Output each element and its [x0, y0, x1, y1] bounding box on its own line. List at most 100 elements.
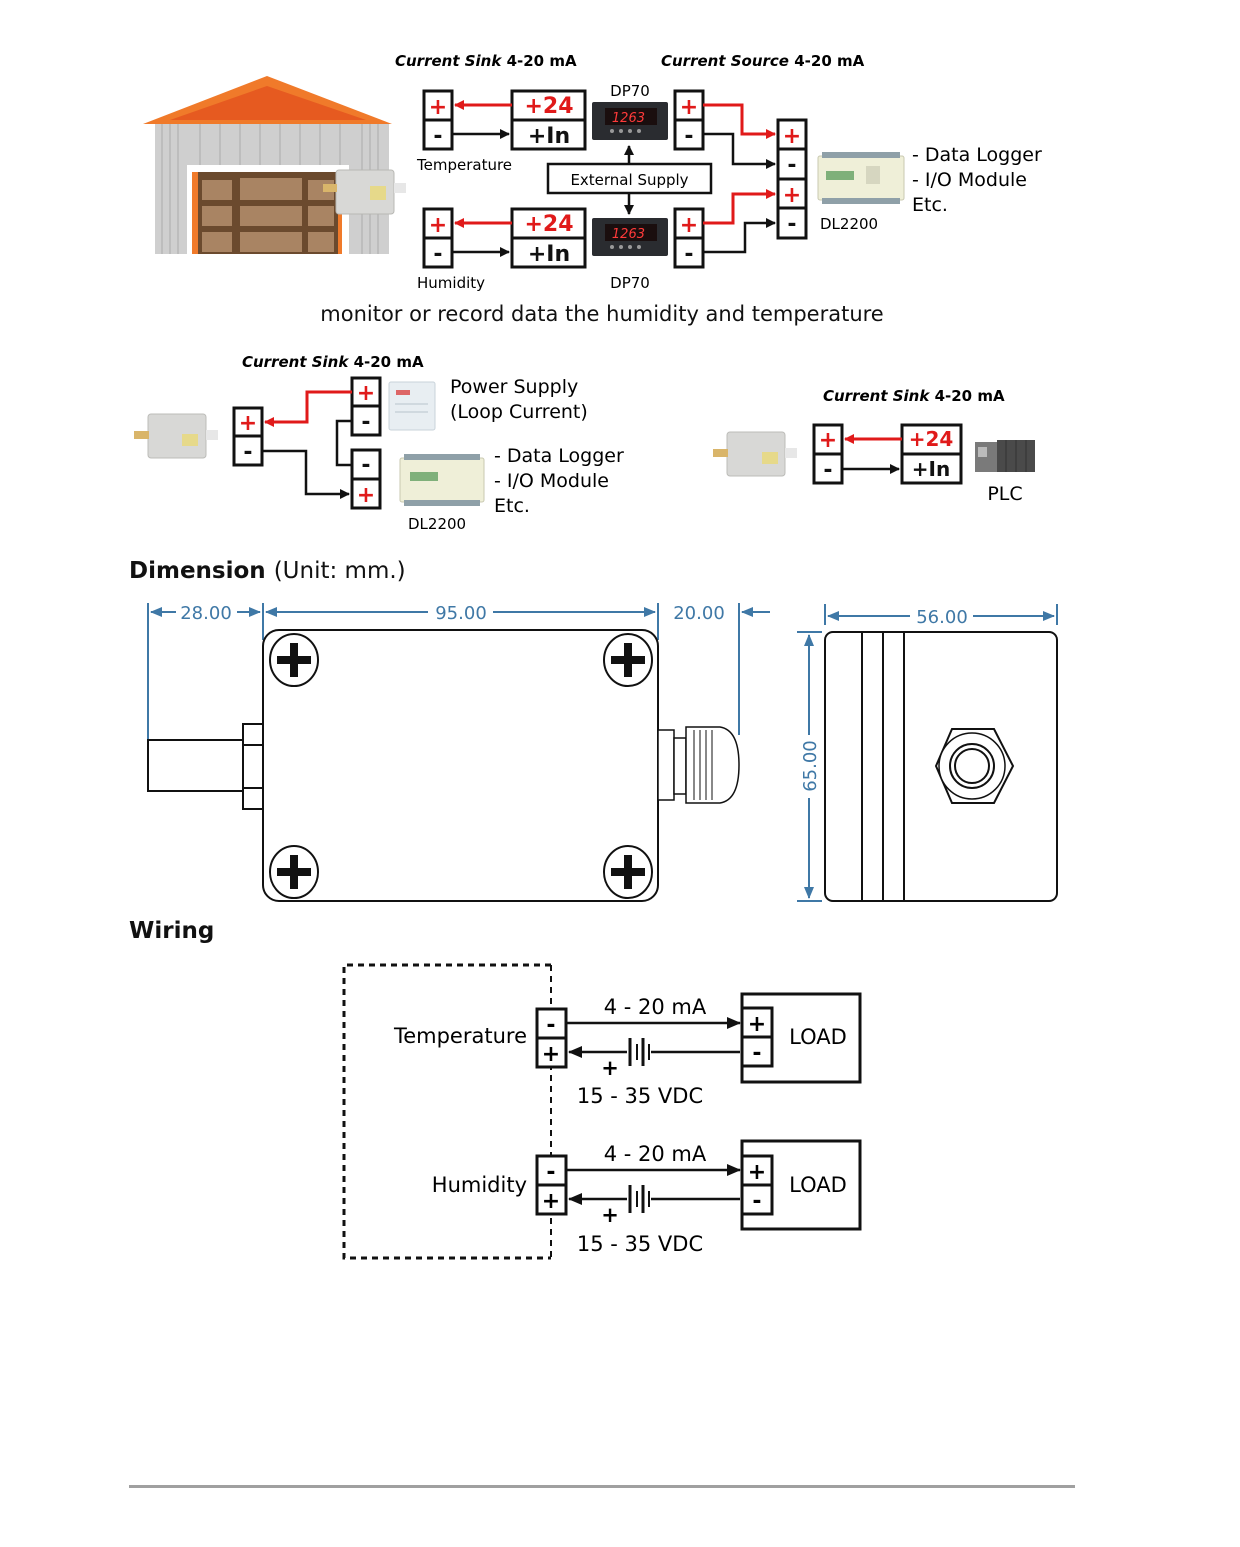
- svg-text:+: +: [429, 213, 447, 238]
- device-boundary: [342, 963, 551, 1260]
- logger-terminals: + - + -: [776, 118, 808, 240]
- svg-text:+: +: [357, 483, 375, 508]
- caption: monitor or record data the humidity and …: [320, 302, 884, 326]
- svg-text:+: +: [819, 428, 837, 453]
- svg-text:-: -: [433, 242, 442, 267]
- plc-terminals: +24 +In: [900, 423, 963, 485]
- svg-text:+In: +In: [912, 457, 950, 481]
- svg-text:+: +: [783, 183, 801, 208]
- svg-text:15 - 35 VDC: 15 - 35 VDC: [577, 1084, 703, 1108]
- footer-divider: [129, 1485, 1075, 1488]
- svg-text:-: -: [243, 440, 252, 465]
- wiring-diagram: Temperature - + 4 - 20 mA + 15 - 35 VDC …: [342, 963, 862, 1260]
- logger-desc-3: Etc.: [494, 495, 530, 517]
- loop-current-diagram: Current Sink 4-20 mA + - + - - + Power S…: [134, 353, 624, 533]
- svg-text:-: -: [752, 1189, 761, 1214]
- dp70-meter-bottom: 1263 DP70: [592, 218, 668, 292]
- logger-desc-2: - I/O Module: [912, 169, 1027, 191]
- svg-text:4 - 20 mA: 4 - 20 mA: [604, 995, 707, 1019]
- svg-text:-: -: [684, 242, 693, 267]
- wiring-temperature: Temperature - + 4 - 20 mA + 15 - 35 VDC …: [393, 992, 862, 1108]
- gland-length-dim: 20.00: [673, 603, 725, 624]
- logger-desc-1: - Data Logger: [494, 445, 624, 467]
- dimension-drawing: 28.00 95.00 20.00 56.00 65.00: [147, 603, 1058, 902]
- svg-text:+: +: [783, 124, 801, 149]
- svg-text:DP70: DP70: [610, 82, 650, 100]
- sensor-image: [134, 413, 218, 459]
- humidity-label: Humidity: [417, 274, 485, 292]
- side-width-dim: 56.00: [916, 607, 968, 628]
- source-terminals-bottom: + -: [673, 207, 705, 269]
- dl2200-label: DL2200: [408, 515, 466, 533]
- front-view: [147, 629, 740, 902]
- sink-heading: Current Sink 4-20 mA: [395, 52, 577, 70]
- power-supply-label-2: (Loop Current): [450, 401, 588, 423]
- svg-text:LOAD: LOAD: [789, 1025, 847, 1049]
- plc-heading: Current Sink 4-20 mA: [823, 387, 1005, 405]
- svg-text:+In: +In: [528, 242, 570, 267]
- svg-text:+: +: [542, 1189, 560, 1214]
- svg-text:+24: +24: [909, 427, 954, 451]
- svg-text:+: +: [680, 213, 698, 238]
- side-view: [824, 631, 1058, 902]
- svg-text:-: -: [787, 212, 796, 237]
- svg-text:+In: +In: [528, 124, 570, 149]
- svg-text:+: +: [429, 95, 447, 120]
- temperature-sensor-terminals: + -: [422, 89, 454, 151]
- svg-text:-: -: [361, 410, 370, 435]
- power-supply-image: [388, 381, 436, 431]
- sensor-terminals: + -: [812, 423, 844, 485]
- svg-text:-: -: [787, 153, 796, 178]
- svg-text:+24: +24: [524, 94, 573, 119]
- humidity-meter-terminals: +24 +In: [510, 207, 587, 269]
- svg-text:LOAD: LOAD: [789, 1173, 847, 1197]
- sensor-terminals: + -: [232, 406, 264, 467]
- svg-text:+: +: [601, 1056, 619, 1080]
- external-supply-label: External Supply: [570, 171, 688, 189]
- svg-text:+: +: [680, 95, 698, 120]
- wiring-humidity: Humidity - + 4 - 20 mA + 15 - 35 VDC + -…: [432, 1139, 862, 1256]
- power-supply-label-1: Power Supply: [450, 376, 578, 398]
- side-height-dim: 65.00: [800, 740, 821, 792]
- svg-text:1263: 1263: [612, 111, 645, 126]
- plc-diagram: Current Sink 4-20 mA + - +24 +In PLC: [713, 387, 1035, 505]
- dl2200-logger-image: [817, 152, 905, 204]
- sensor-image: [713, 431, 797, 477]
- dimension-heading: Dimension (Unit: mm.): [129, 558, 406, 584]
- svg-text:-: -: [546, 1013, 555, 1038]
- logger-desc-3: Etc.: [912, 194, 948, 216]
- svg-text:1263: 1263: [612, 227, 645, 242]
- svg-text:+: +: [748, 1160, 766, 1185]
- temperature-meter-terminals: +24 +In: [510, 89, 587, 151]
- power-supply-terminals: + -: [350, 376, 382, 437]
- svg-text:+: +: [357, 381, 375, 406]
- svg-text:-: -: [823, 458, 832, 483]
- svg-text:+: +: [748, 1012, 766, 1037]
- source-heading: Current Source 4-20 mA: [661, 52, 865, 70]
- dl2200-logger-image: [399, 454, 485, 506]
- body-length-dim: 95.00: [435, 603, 487, 624]
- svg-text:Temperature: Temperature: [393, 1024, 527, 1048]
- svg-text:4 - 20 mA: 4 - 20 mA: [604, 1142, 707, 1166]
- svg-text:-: -: [546, 1160, 555, 1185]
- svg-text:+: +: [542, 1042, 560, 1067]
- wiring-heading: Wiring: [129, 918, 215, 944]
- svg-text:-: -: [684, 124, 693, 149]
- dp70-meter-top: DP70 1263: [592, 82, 668, 140]
- loop-heading: Current Sink 4-20 mA: [242, 353, 424, 371]
- svg-text:15 - 35 VDC: 15 - 35 VDC: [577, 1232, 703, 1256]
- screw-icons: [269, 633, 653, 899]
- svg-text:-: -: [752, 1041, 761, 1066]
- svg-text:+24: +24: [524, 212, 573, 237]
- svg-text:DP70: DP70: [610, 274, 650, 292]
- svg-text:+: +: [601, 1203, 619, 1227]
- top-application-diagram: Current Sink 4-20 mA Current Source 4-20…: [143, 52, 1042, 292]
- logger-desc-1: - Data Logger: [912, 144, 1042, 166]
- plc-label: PLC: [987, 483, 1022, 505]
- temperature-label: Temperature: [416, 156, 512, 174]
- external-supply-box: [546, 162, 713, 195]
- probe-length-dim: 28.00: [180, 603, 232, 624]
- logger-loop-terminals: - +: [350, 448, 382, 510]
- warehouse-illustration: [143, 76, 406, 254]
- plc-image: [975, 440, 1035, 472]
